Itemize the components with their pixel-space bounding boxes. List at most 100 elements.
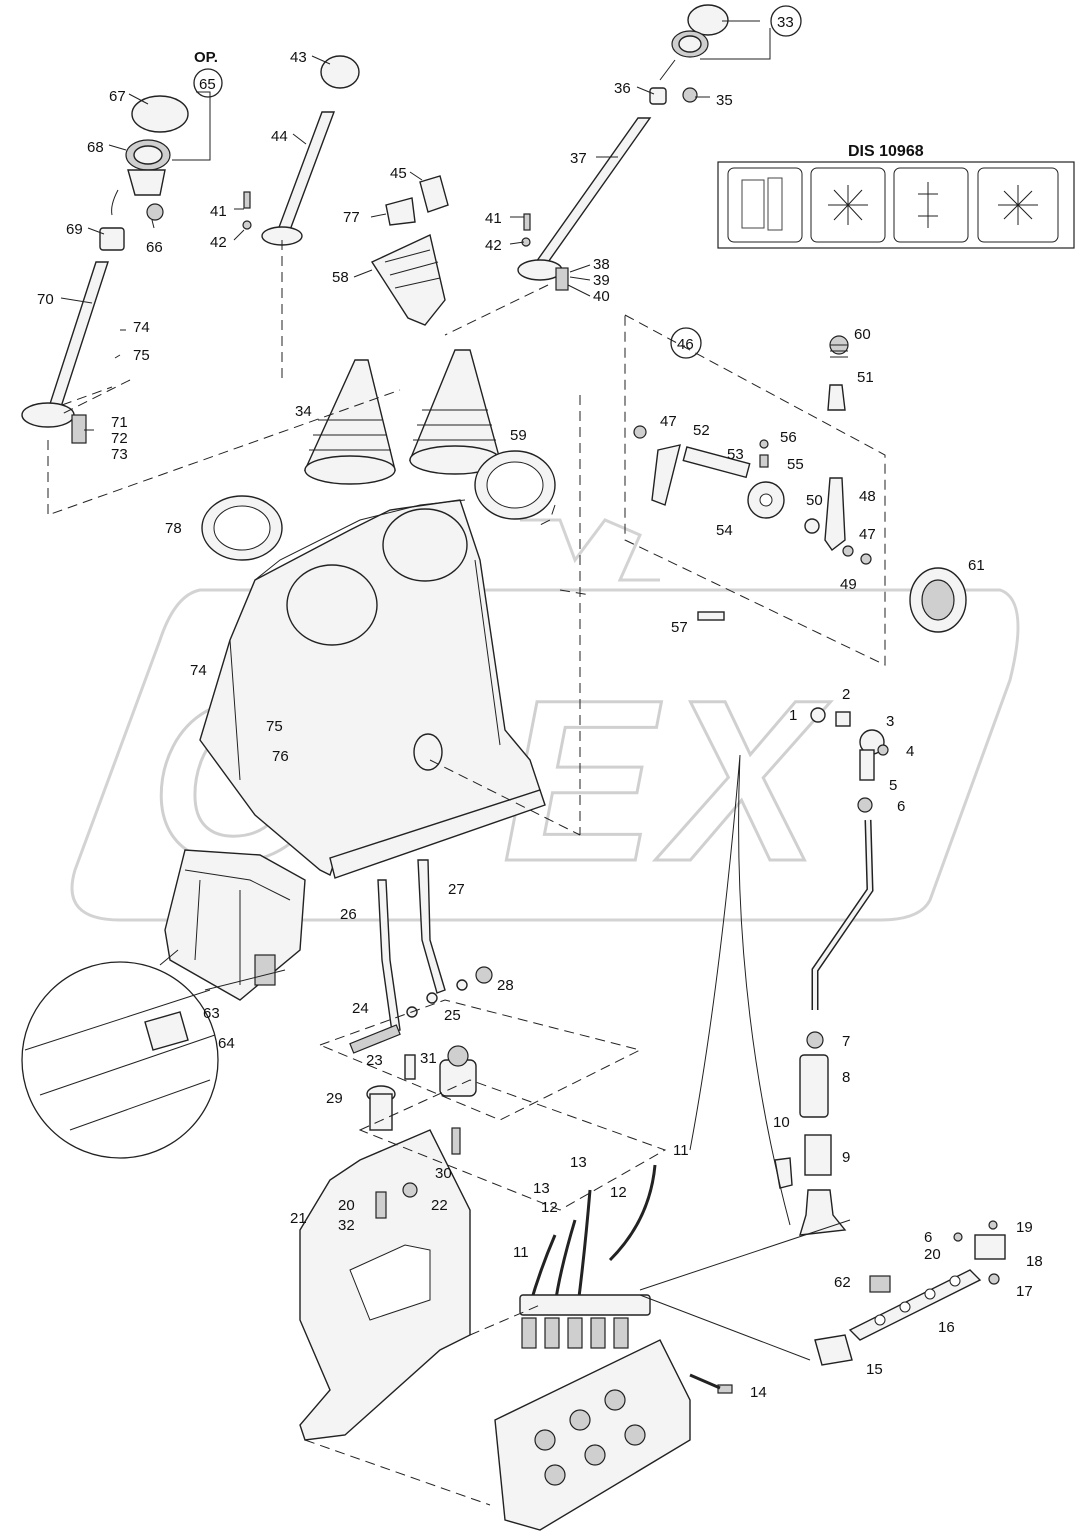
label-9: 9 (842, 1149, 850, 1166)
label-2: 2 (842, 686, 850, 703)
label-24: 24 (352, 1000, 369, 1017)
label-42a: 42 (210, 234, 227, 251)
label-11a: 11 (673, 1142, 689, 1159)
pivot-assembly (624, 314, 967, 666)
label-74b: 74 (190, 662, 207, 679)
label-45: 45 (390, 165, 407, 182)
op-label: OP. (194, 49, 218, 66)
label-59: 59 (510, 427, 527, 444)
label-40: 40 (593, 288, 610, 305)
label-25: 25 (444, 1007, 461, 1024)
label-12a: 12 (610, 1184, 627, 1201)
grip-parts (370, 175, 449, 326)
label-32: 32 (338, 1217, 355, 1234)
label-30: 30 (435, 1165, 452, 1182)
label-78: 78 (165, 520, 182, 537)
label-44: 44 (271, 128, 288, 145)
label-73: 73 (111, 446, 128, 463)
label-58: 58 (332, 269, 349, 286)
label-55: 55 (787, 456, 804, 473)
label-52: 52 (693, 422, 710, 439)
mount-rings (201, 450, 556, 561)
label-54: 54 (716, 522, 733, 539)
label-47b: 47 (859, 526, 876, 543)
label-36: 36 (614, 80, 631, 97)
label-22: 22 (431, 1197, 448, 1214)
label-3: 3 (886, 713, 894, 730)
label-38: 38 (593, 256, 610, 273)
label-39: 39 (593, 272, 610, 289)
label-7: 7 (842, 1033, 850, 1050)
decal-panel: DIS 10968 (717, 143, 1075, 249)
label-23: 23 (366, 1052, 383, 1069)
label-10: 10 (773, 1114, 790, 1131)
decal-title: DIS 10968 (848, 143, 924, 160)
linkage-arms (349, 859, 493, 1054)
label-62: 62 (834, 1274, 851, 1291)
label-75b: 75 (266, 718, 283, 735)
label-66: 66 (146, 239, 163, 256)
label-75a: 75 (133, 347, 150, 364)
hydraulic-lines (519, 1164, 657, 1349)
valve-plate-assembly (299, 1045, 477, 1441)
callout-65: 65 (199, 76, 216, 93)
label-43: 43 (290, 49, 307, 66)
label-16: 16 (938, 1319, 955, 1336)
label-27: 27 (448, 881, 465, 898)
label-70: 70 (37, 291, 54, 308)
right-linkage (774, 707, 889, 1236)
valve-block (494, 1339, 733, 1531)
label-61: 61 (968, 557, 985, 574)
bracket-detail (639, 1219, 1006, 1366)
label-29: 29 (326, 1090, 343, 1107)
mid-lever-assembly (242, 55, 360, 246)
label-5: 5 (889, 777, 897, 794)
label-49: 49 (840, 576, 857, 593)
label-6: 6 (897, 798, 905, 815)
label-67: 67 (109, 88, 126, 105)
label-64: 64 (218, 1035, 235, 1052)
label-53: 53 (727, 446, 744, 463)
callout-33: 33 (777, 14, 794, 31)
label-77: 77 (343, 209, 360, 226)
console-housing (199, 499, 546, 879)
label-20b: 20 (924, 1246, 941, 1263)
label-13b: 13 (533, 1180, 550, 1197)
label-57: 57 (671, 619, 688, 636)
label-14: 14 (750, 1384, 767, 1401)
left-lever-assembly (21, 95, 189, 444)
label-35: 35 (716, 92, 733, 109)
bellows-34 (303, 349, 501, 485)
label-1: 1 (789, 707, 797, 724)
label-15: 15 (866, 1361, 883, 1378)
label-47a: 47 (660, 413, 677, 430)
callout-circles (193, 5, 802, 359)
label-56: 56 (780, 429, 797, 446)
label-13a: 13 (570, 1154, 587, 1171)
label-69: 69 (66, 221, 83, 238)
label-26: 26 (340, 906, 357, 923)
label-71: 71 (111, 414, 128, 431)
label-6b: 6 (924, 1229, 932, 1246)
label-63: 63 (203, 1005, 220, 1022)
right-lever-assembly (517, 4, 729, 291)
label-4: 4 (906, 743, 914, 760)
label-11b: 11 (513, 1244, 529, 1261)
label-76: 76 (272, 748, 289, 765)
callout-labels: 67 68 66 69 70 74 75 71 72 73 43 44 41 4… (37, 49, 1043, 1401)
zoom-detail (21, 949, 286, 1159)
label-21: 21 (290, 1210, 307, 1227)
label-28: 28 (497, 977, 514, 994)
label-12b: 12 (541, 1199, 558, 1216)
label-37: 37 (570, 150, 587, 167)
label-41b: 41 (485, 210, 502, 227)
label-8: 8 (842, 1069, 850, 1086)
cab-icon (164, 849, 306, 1001)
label-74a: 74 (133, 319, 150, 336)
label-42b: 42 (485, 237, 502, 254)
label-48: 48 (859, 488, 876, 505)
label-17: 17 (1016, 1283, 1033, 1300)
label-20a: 20 (338, 1197, 355, 1214)
label-41a: 41 (210, 203, 227, 220)
